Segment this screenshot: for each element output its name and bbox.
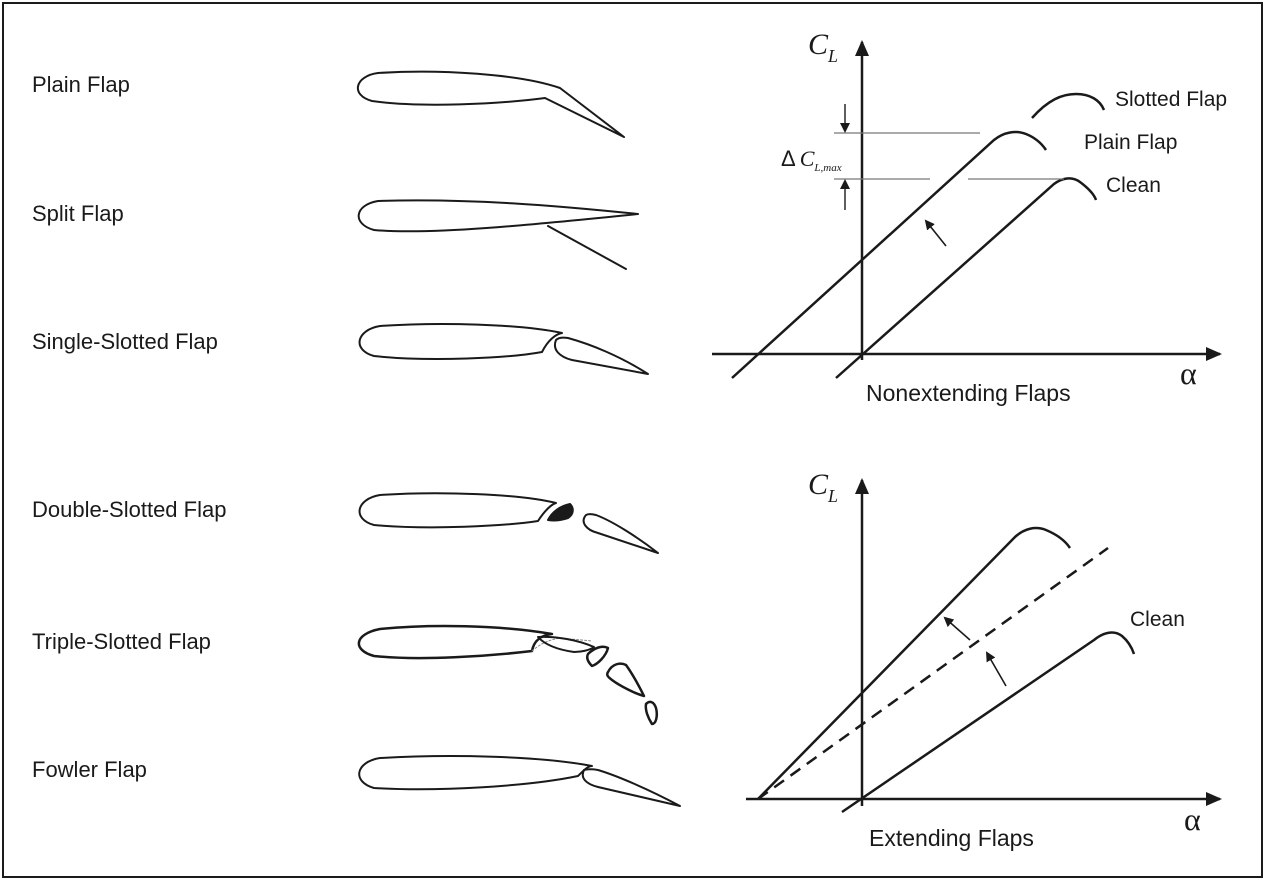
y-axis-label-top: CL	[808, 28, 838, 66]
curve-clean-bottom	[841, 631, 1136, 814]
airfoil-fowler-flap	[358, 755, 681, 807]
label-plain-flap-curve: Plain Flap	[1084, 131, 1177, 154]
airfoil-plain-flap	[356, 70, 625, 138]
label-clean-curve-bottom: Clean	[1130, 608, 1185, 631]
label-clean-curve-top: Clean	[1106, 174, 1161, 197]
label-double-slotted-flap: Double-Slotted Flap	[32, 497, 227, 522]
airfoil-single-slotted-flap	[358, 323, 649, 375]
label-triple-slotted-flap: Triple-Slotted Flap	[32, 629, 211, 654]
curve-plain-flap	[731, 130, 1048, 379]
airfoil-triple-slotted-flap	[357, 624, 659, 726]
shift-arrow-top	[924, 219, 947, 247]
label-fowler-flap: Fowler Flap	[32, 757, 147, 782]
shift-arrow-bottom-upper	[943, 616, 971, 641]
airfoil-split-flap	[357, 199, 639, 270]
y-axis-label-bottom: CL	[808, 468, 838, 506]
chart-nonextending	[712, 40, 1222, 379]
caption-nonextending: Nonextending Flaps	[866, 380, 1071, 406]
chart-extending	[746, 478, 1222, 814]
caption-extending: Extending Flaps	[869, 825, 1034, 851]
curve-slotted-flap	[1031, 92, 1106, 119]
curve-intermediate-dashed	[757, 546, 1109, 801]
shift-arrow-bottom-lower	[986, 651, 1007, 687]
airfoil-double-slotted-flap	[358, 492, 659, 554]
curve-extended-flap	[757, 526, 1072, 800]
label-single-slotted-flap: Single-Slotted Flap	[32, 329, 218, 354]
x-axis-label-top: α	[1180, 355, 1197, 391]
x-axis-label-bottom: α	[1184, 801, 1201, 837]
label-split-flap: Split Flap	[32, 201, 124, 226]
curve-clean-top	[835, 177, 1098, 379]
label-plain-flap: Plain Flap	[32, 72, 130, 97]
label-slotted-flap-curve: Slotted Flap	[1115, 88, 1227, 111]
